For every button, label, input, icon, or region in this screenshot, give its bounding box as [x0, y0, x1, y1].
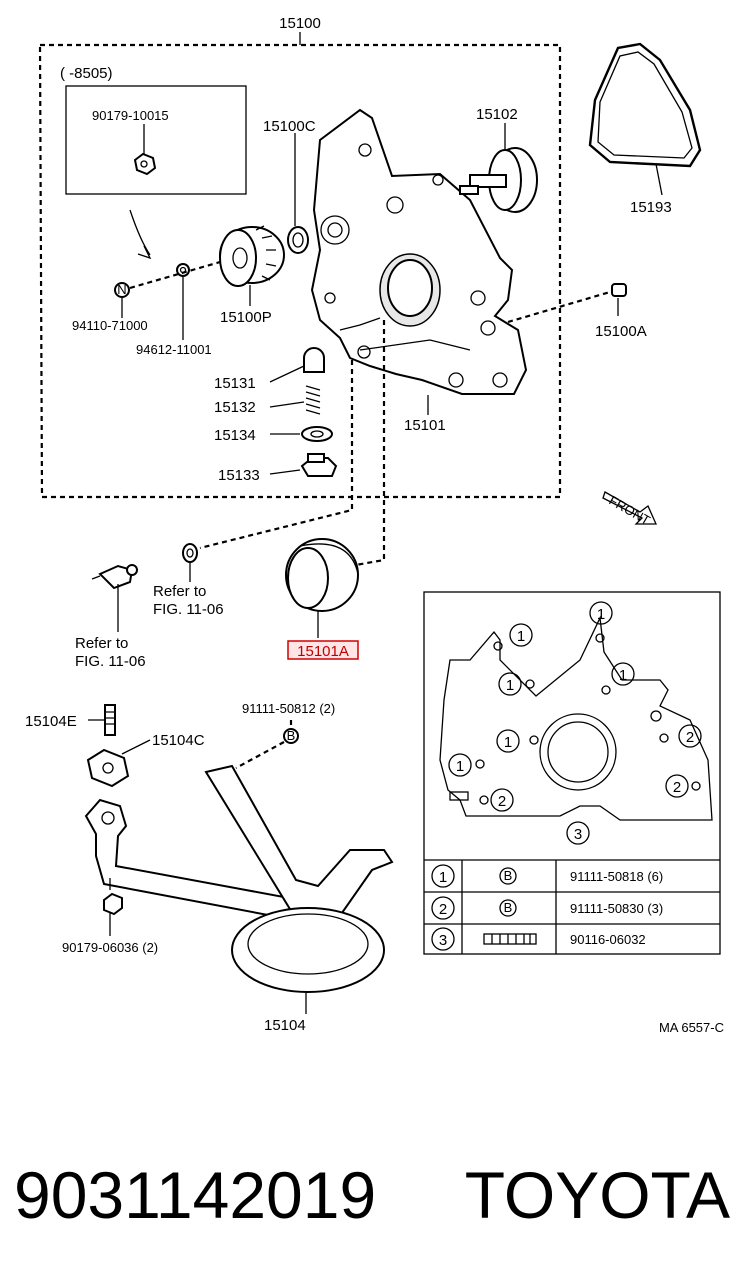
- callout-1b: 1: [517, 628, 525, 645]
- callout-1d: 1: [506, 677, 514, 694]
- label-gasket-plug: 15134: [214, 427, 256, 444]
- label-strainer: 15104: [264, 1017, 306, 1034]
- gasket-strainer: [86, 739, 151, 788]
- label-gasket: 15193: [630, 199, 672, 216]
- legend-row-3: 3 90116-06032: [431, 927, 646, 951]
- stud: [88, 704, 116, 736]
- nut-washer: N: [114, 260, 221, 340]
- oil-pressure-switch: [91, 543, 198, 632]
- legend-callouts: 1 1 1 1 1 1 2 2 2 3: [448, 601, 702, 845]
- label-body: 15101: [404, 417, 446, 434]
- oil-seal: [285, 538, 359, 638]
- callout-1c: 1: [619, 667, 627, 684]
- label-body-pin: 15100A: [595, 323, 647, 340]
- svg-text:2: 2: [439, 901, 447, 918]
- label-nut: 94110-71000: [72, 318, 148, 333]
- gasket: [588, 42, 702, 196]
- label-refer2-b: FIG. 11-06: [75, 653, 146, 670]
- footer: 9031142019 TOYOTA: [14, 1150, 730, 1240]
- label-range: ( -8505): [60, 65, 113, 82]
- svg-text:91111-50818 (6): 91111-50818 (6): [570, 869, 663, 884]
- svg-text:B: B: [504, 868, 513, 883]
- callout-1f: 1: [456, 758, 464, 775]
- label-front: FRONT: [607, 493, 653, 528]
- callout-3a: 3: [574, 826, 582, 843]
- legend-row-2: 2 B 91111-50830 (3): [431, 896, 663, 920]
- relief-valve: [269, 347, 338, 477]
- label-valve: 15131: [214, 375, 256, 392]
- label-refer2-a: Refer to: [75, 635, 128, 652]
- parts-diagram: 15100 ( -8505) 90179-10015 N 94110-71000…: [25, 15, 724, 1035]
- label-gasket-strainer: 15104C: [152, 732, 205, 749]
- svg-text:N: N: [117, 282, 126, 297]
- part-number: 9031142019: [14, 1158, 377, 1232]
- nut-strainer: [103, 878, 123, 936]
- rotor-gear: [219, 225, 285, 306]
- seal-pump: [287, 133, 309, 254]
- drive-shaft: [459, 123, 538, 213]
- label-rotor: 15100P: [220, 309, 272, 326]
- label-plug: 15133: [218, 467, 260, 484]
- svg-text:1: 1: [439, 869, 447, 886]
- label-spring: 15132: [214, 399, 256, 416]
- svg-text:90116-06032: 90116-06032: [570, 932, 646, 947]
- legend-row-1: 1 B 91111-50818 (6): [431, 864, 663, 888]
- svg-text:B: B: [504, 900, 513, 915]
- stud-bolt-icon: [483, 933, 537, 945]
- label-nut-inset: 90179-10015: [92, 108, 169, 123]
- front-arrow: [602, 491, 658, 525]
- oil-seal-highlight: [287, 640, 359, 660]
- callout-2c: 2: [498, 793, 506, 810]
- assembly-box: [38, 32, 562, 499]
- label-seal-pump: 15100C: [263, 118, 316, 135]
- pump-body: [310, 108, 528, 395]
- label-washer: 94612-11001: [136, 342, 212, 357]
- svg-text:3: 3: [439, 932, 447, 949]
- callout-1e: 1: [504, 734, 512, 751]
- label-refer1-a: Refer to: [153, 583, 206, 600]
- label-oil-seal: 15101A: [297, 643, 349, 660]
- inset-box: [65, 85, 247, 260]
- label-bolt-b: 91111-50812 (2): [242, 701, 335, 716]
- body-pin: [507, 283, 627, 324]
- bolt-b-icon: [283, 728, 299, 744]
- brand-name: TOYOTA: [464, 1158, 730, 1232]
- strainer: [84, 764, 394, 1014]
- label-refer1-b: FIG. 11-06: [153, 601, 224, 618]
- callout-1a: 1: [597, 606, 605, 623]
- legend-box: [423, 591, 721, 955]
- label-b-mark: B: [287, 728, 296, 743]
- svg-text:91111-50830 (3): 91111-50830 (3): [570, 901, 663, 916]
- label-stud: 15104E: [25, 713, 77, 730]
- callout-2b: 2: [673, 779, 681, 796]
- callout-2a: 2: [686, 729, 694, 746]
- label-code: MA 6557-C: [659, 1020, 724, 1035]
- label-nut-strainer: 90179-06036 (2): [62, 940, 158, 955]
- label-assy: 15100: [279, 15, 321, 32]
- label-drive-shaft: 15102: [476, 106, 518, 123]
